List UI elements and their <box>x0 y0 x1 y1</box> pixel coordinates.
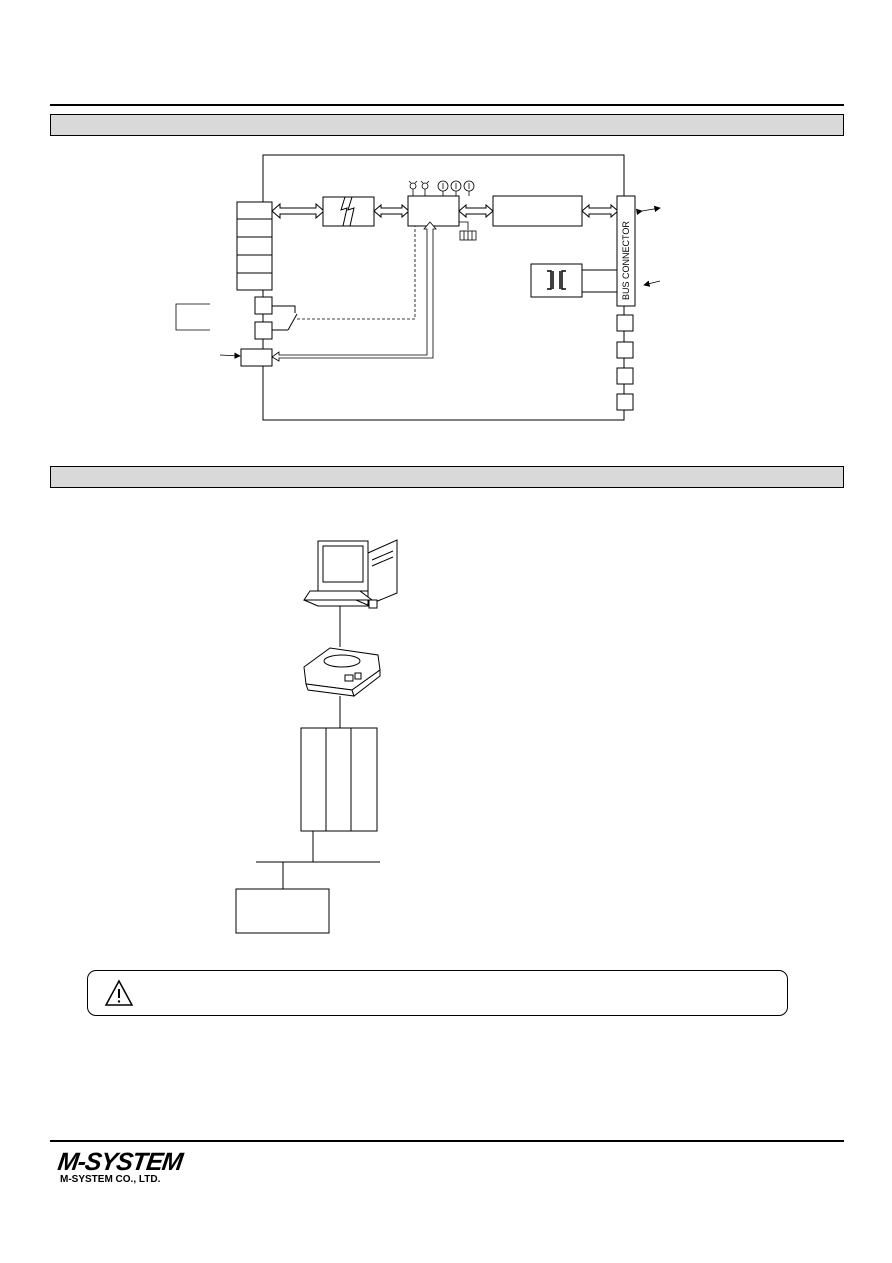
top-rule <box>50 104 844 106</box>
external-load <box>175 303 210 331</box>
input-block <box>240 348 273 367</box>
footer-rule <box>50 1140 844 1142</box>
input-arrow <box>219 352 241 359</box>
led-indicators <box>408 180 430 196</box>
rotary-switches <box>437 180 475 196</box>
power-input-arrow <box>643 280 661 287</box>
input-signal-path <box>271 221 437 362</box>
data-path-arrows <box>271 202 619 220</box>
company-logo: M-SYSTEM <box>56 1148 184 1176</box>
section-header-block-diagram <box>50 114 844 136</box>
relay-control-line <box>297 226 416 320</box>
bus-connector-label: BUS CONNECTOR <box>621 221 631 300</box>
warning-triangle-icon <box>104 979 134 1006</box>
dip-switch <box>459 221 477 241</box>
bus-external-arrow <box>635 205 661 216</box>
cpu-block <box>407 195 460 227</box>
configurator-icon <box>303 647 381 697</box>
pc-icon <box>303 539 398 609</box>
warning-box <box>87 970 788 1016</box>
bus-connector <box>616 195 636 307</box>
power-transformer <box>530 263 617 298</box>
section-header-system-configuration <box>50 466 844 488</box>
module-rack <box>300 727 378 832</box>
interface-block <box>492 195 583 227</box>
contact-output <box>254 296 298 340</box>
terminal-block-left <box>236 201 273 291</box>
company-name: M-SYSTEM CO., LTD. <box>60 1174 161 1185</box>
terminal-squares-right <box>616 314 634 411</box>
host-device <box>235 888 330 934</box>
isolation-block <box>322 196 375 227</box>
